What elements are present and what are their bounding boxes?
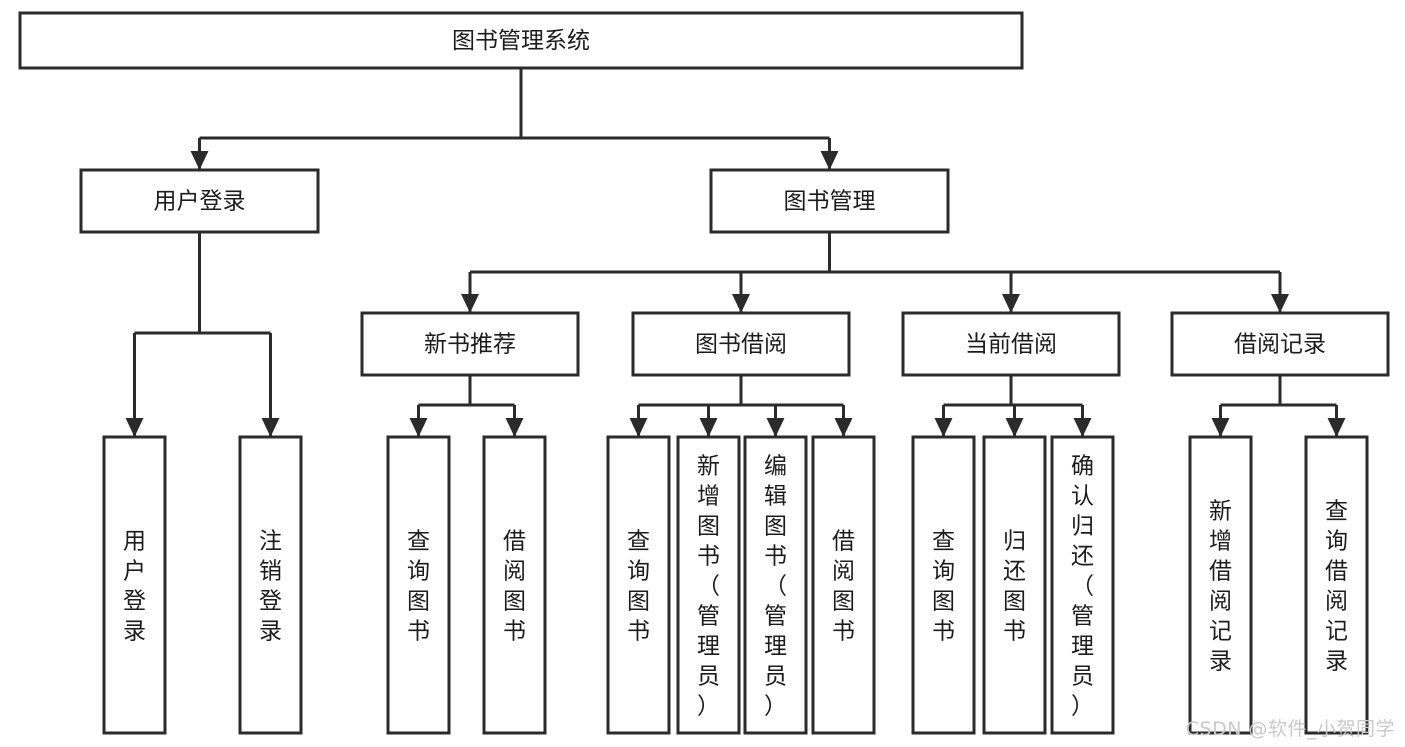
- node-box-book-borrow: [631, 311, 851, 377]
- node-box-book-manage: [709, 168, 950, 234]
- node-label-borrow-record: 借阅记录: [1234, 332, 1326, 358]
- node-box-leaf-borrow-book-1: [482, 435, 547, 735]
- node-root[interactable]: 图书管理系统: [18, 11, 1024, 70]
- currentborrow-arrow-leaf-return-book: [1005, 418, 1024, 437]
- node-box-borrow-record: [1170, 311, 1390, 377]
- newbook-arrow-leaf-query-book-1: [409, 418, 428, 437]
- node-box-leaf-query-record: [1304, 435, 1369, 735]
- node-book-manage[interactable]: 图书管理: [709, 168, 950, 234]
- userlogin-arrow-leaf-user-login: [125, 418, 144, 437]
- node-box-root: [18, 11, 1024, 70]
- node-box-leaf-confirm-return: [1050, 435, 1115, 735]
- node-leaf-add-record[interactable]: 新增借阅记录: [1188, 435, 1253, 735]
- node-leaf-query-record[interactable]: 查询借阅记录: [1304, 435, 1369, 735]
- node-box-new-book-recommend: [360, 311, 580, 377]
- node-leaf-add-book[interactable]: 新增图书（管理员）: [676, 435, 741, 735]
- node-box-leaf-query-book-1: [386, 435, 451, 735]
- node-box-leaf-query-book-2: [606, 435, 671, 735]
- node-label-new-book-recommend: 新书推荐: [424, 332, 516, 358]
- userlogin-arrow-leaf-logout: [261, 418, 280, 437]
- node-label-leaf-query-book-1: 查询图书: [407, 528, 430, 644]
- node-label-user-login: 用户登录: [154, 189, 246, 215]
- bookborrow-arrow-leaf-borrow-book-2: [834, 418, 853, 437]
- node-label-leaf-confirm-return: 确认归还（管理员）: [1071, 453, 1094, 719]
- node-box-leaf-user-login: [102, 435, 167, 735]
- bookborrow-arrow-leaf-query-book-2: [629, 418, 648, 437]
- node-label-book-borrow: 图书借阅: [695, 332, 787, 358]
- node-label-book-manage: 图书管理: [784, 189, 876, 215]
- node-leaf-query-book-3[interactable]: 查询图书: [911, 435, 976, 735]
- node-label-leaf-logout: 注销登录: [259, 528, 282, 644]
- borrowrecord-arrow-leaf-query-record: [1327, 418, 1346, 437]
- root-arrow-user-login: [190, 151, 209, 170]
- node-label-leaf-user-login: 用户登录: [123, 528, 146, 644]
- currentborrow-arrow-leaf-query-book-3: [934, 418, 953, 437]
- currentborrow-arrow-leaf-confirm-return: [1073, 418, 1092, 437]
- node-label-leaf-query-record: 查询借阅记录: [1325, 498, 1348, 674]
- bookmanage-arrow-book-borrow: [732, 294, 750, 313]
- connector-lines: [125, 68, 1346, 437]
- node-book-borrow[interactable]: 图书借阅: [631, 311, 851, 377]
- node-box-current-borrow: [901, 311, 1121, 377]
- bookborrow-arrow-leaf-edit-book: [766, 418, 785, 437]
- node-leaf-user-login[interactable]: 用户登录: [102, 435, 167, 735]
- bookmanage-arrow-borrow-record: [1271, 294, 1289, 313]
- node-leaf-logout[interactable]: 注销登录: [238, 435, 303, 735]
- node-boxes: 图书管理系统用户登录图书管理新书推荐图书借阅当前借阅借阅记录用户登录注销登录查询…: [18, 11, 1390, 735]
- node-box-leaf-edit-book: [743, 435, 808, 735]
- borrowrecord-arrow-leaf-add-record: [1211, 418, 1230, 437]
- node-label-current-borrow: 当前借阅: [965, 332, 1057, 358]
- node-label-leaf-borrow-book-1: 借阅图书: [503, 528, 526, 644]
- node-label-leaf-query-book-3: 查询图书: [932, 528, 955, 644]
- node-leaf-edit-book[interactable]: 编辑图书（管理员）: [743, 435, 808, 735]
- node-box-user-login: [79, 168, 320, 234]
- node-leaf-return-book[interactable]: 归还图书: [982, 435, 1047, 735]
- node-label-leaf-return-book: 归还图书: [1003, 528, 1026, 644]
- node-box-leaf-add-record: [1188, 435, 1253, 735]
- node-box-leaf-add-book: [676, 435, 741, 735]
- node-label-leaf-edit-book: 编辑图书（管理员）: [764, 453, 787, 719]
- node-user-login[interactable]: 用户登录: [79, 168, 320, 234]
- node-new-book-recommend[interactable]: 新书推荐: [360, 311, 580, 377]
- bookmanage-arrow-current-borrow: [1002, 294, 1020, 313]
- node-leaf-confirm-return[interactable]: 确认归还（管理员）: [1050, 435, 1115, 735]
- node-box-leaf-query-book-3: [911, 435, 976, 735]
- node-box-leaf-logout: [238, 435, 303, 735]
- node-box-leaf-borrow-book-2: [811, 435, 876, 735]
- bookborrow-arrow-leaf-add-book: [699, 418, 718, 437]
- node-box-leaf-return-book: [982, 435, 1047, 735]
- node-leaf-borrow-book-2[interactable]: 借阅图书: [811, 435, 876, 735]
- bookmanage-arrow-new-book-recommend: [461, 294, 479, 313]
- node-leaf-query-book-1[interactable]: 查询图书: [386, 435, 451, 735]
- newbook-arrow-leaf-borrow-book-1: [505, 418, 524, 437]
- node-leaf-query-book-2[interactable]: 查询图书: [606, 435, 671, 735]
- root-arrow-book-manage: [820, 151, 839, 170]
- node-borrow-record[interactable]: 借阅记录: [1170, 311, 1390, 377]
- node-label-leaf-borrow-book-2: 借阅图书: [832, 528, 855, 644]
- node-label-leaf-add-book: 新增图书（管理员）: [697, 453, 720, 719]
- node-current-borrow[interactable]: 当前借阅: [901, 311, 1121, 377]
- node-leaf-borrow-book-1[interactable]: 借阅图书: [482, 435, 547, 735]
- node-label-leaf-query-book-2: 查询图书: [627, 528, 650, 644]
- node-label-leaf-add-record: 新增借阅记录: [1209, 498, 1232, 674]
- node-label-root: 图书管理系统: [452, 28, 590, 54]
